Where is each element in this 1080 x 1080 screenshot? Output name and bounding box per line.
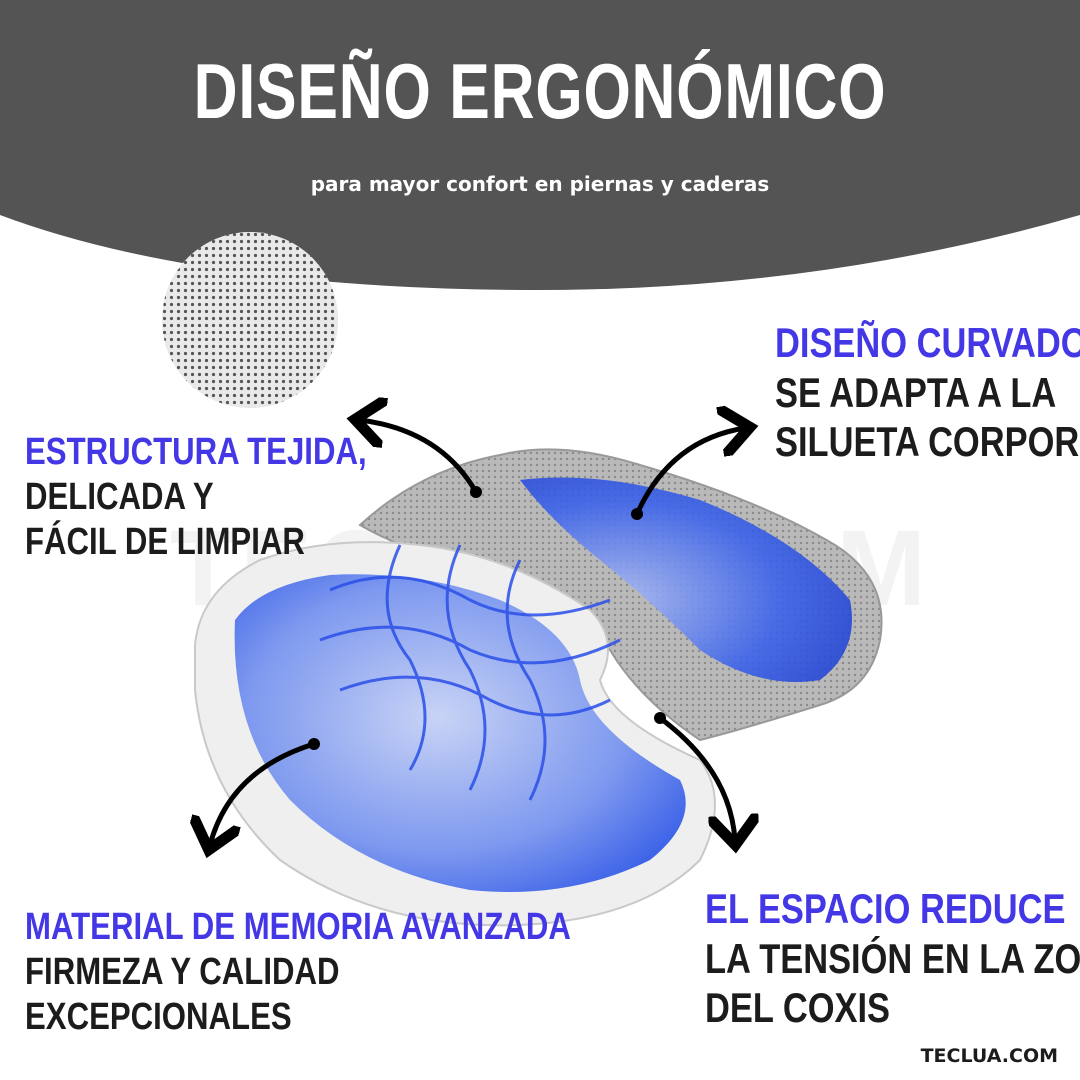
callout-line: SE ADAPTA A LA — [775, 368, 1057, 416]
callout-memory-material: MATERIAL DE MEMORIA AVANZADA FIRMEZA Y C… — [25, 905, 571, 1039]
callout-line: SILUETA CORPORAL — [775, 418, 1080, 466]
callout-heading: ESTRUCTURA TEJIDA, — [25, 431, 367, 473]
callout-line: EXCEPCIONALES — [25, 995, 292, 1038]
callout-curved-design: DISEÑO CURVADO SE ADAPTA A LA SILUETA CO… — [775, 318, 1080, 467]
callout-line: FIRMEZA Y CALIDAD — [25, 950, 340, 993]
callout-heading: MATERIAL DE MEMORIA AVANZADA — [25, 906, 571, 948]
page-title: DISEÑO ERGONÓMICO — [193, 47, 887, 135]
header-band — [0, 0, 1080, 290]
callout-woven-structure: ESTRUCTURA TEJIDA, DELICADA Y FÁCIL DE L… — [25, 430, 367, 564]
callout-line: DELICADA Y — [25, 475, 214, 518]
callout-coccyx-gap: EL ESPACIO REDUCE LA TENSIÓN EN LA ZONA … — [705, 884, 1080, 1033]
cushion-seat — [194, 541, 716, 927]
callout-line: DEL COXIS — [705, 984, 890, 1032]
callout-line: LA TENSIÓN EN LA ZONA — [705, 934, 1080, 982]
page-subtitle: para mayor confort en piernas y caderas — [310, 172, 770, 196]
callout-heading: EL ESPACIO REDUCE — [705, 885, 1066, 932]
curved-arrows — [210, 420, 745, 845]
woven-fabric-swatch-icon — [162, 232, 338, 408]
callout-line: FÁCIL DE LIMPIAR — [25, 520, 305, 563]
callout-heading: DISEÑO CURVADO — [775, 319, 1080, 366]
brand-label: TECLUA.COM — [920, 1045, 1058, 1067]
